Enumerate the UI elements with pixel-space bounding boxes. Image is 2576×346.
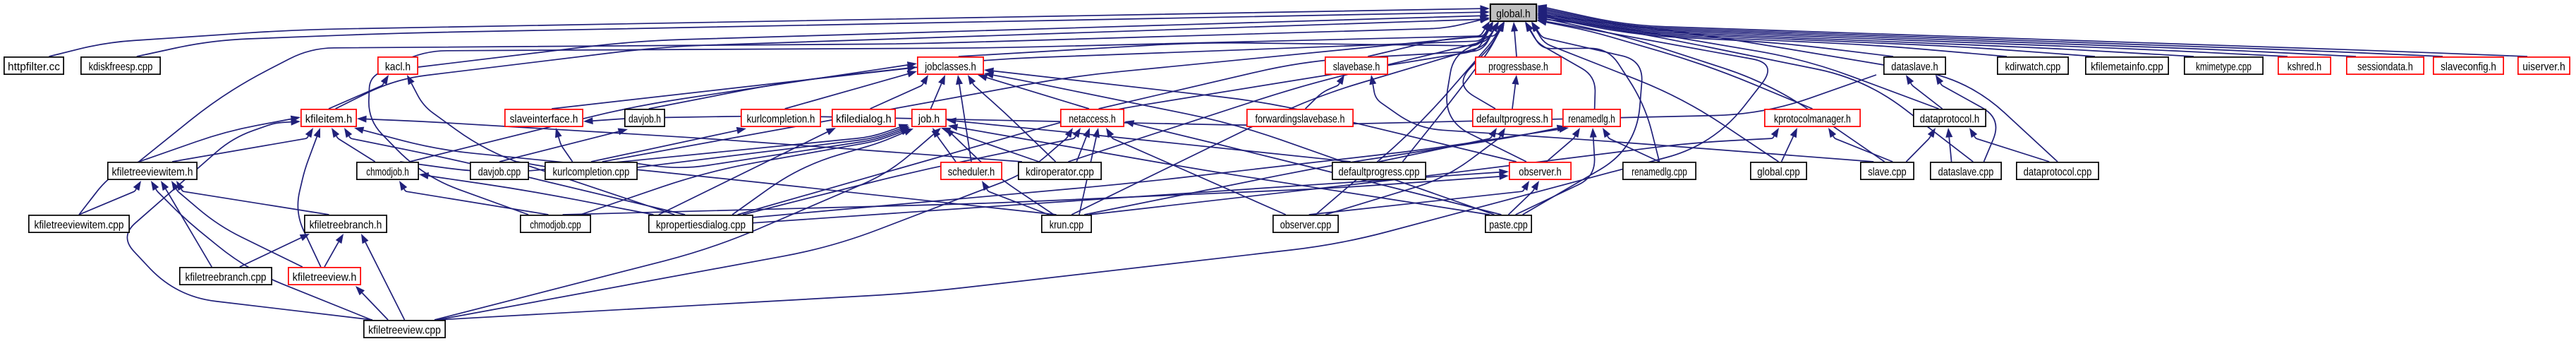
svg-text:kfiletreebranch.cpp: kfiletreebranch.cpp <box>186 272 267 284</box>
svg-text:kshred.h: kshred.h <box>2288 61 2321 73</box>
svg-text:forwardingslavebase.h: forwardingslavebase.h <box>1255 114 1344 126</box>
svg-text:kpropertiesdialog.cpp: kpropertiesdialog.cpp <box>656 220 746 232</box>
svg-text:kurlcompletion.h: kurlcompletion.h <box>747 114 815 126</box>
svg-text:defaultprogress.h: defaultprogress.h <box>1476 114 1548 126</box>
svg-text:slaveconfig.h: slaveconfig.h <box>2441 61 2496 73</box>
svg-text:jobclasses.h: jobclasses.h <box>924 61 976 73</box>
svg-text:dataprotocol.cpp: dataprotocol.cpp <box>2024 167 2092 179</box>
svg-text:kfiletreeviewitem.cpp: kfiletreeviewitem.cpp <box>34 220 123 232</box>
svg-text:chmodjob.cpp: chmodjob.cpp <box>530 220 581 232</box>
svg-text:kurlcompletion.cpp: kurlcompletion.cpp <box>553 167 630 179</box>
svg-text:kacl.h: kacl.h <box>385 61 411 73</box>
svg-text:dataprotocol.h: dataprotocol.h <box>1920 114 1980 126</box>
svg-text:kprotocolmanager.h: kprotocolmanager.h <box>1774 114 1851 126</box>
svg-text:uiserver.h: uiserver.h <box>2522 61 2565 73</box>
svg-text:kfileitem.h: kfileitem.h <box>305 114 353 126</box>
svg-text:davjob.h: davjob.h <box>628 114 661 126</box>
svg-text:kfiletreeviewitem.h: kfiletreeviewitem.h <box>112 167 193 179</box>
svg-text:global.h: global.h <box>1496 8 1530 20</box>
svg-text:defaultprogress.cpp: defaultprogress.cpp <box>1339 167 1420 179</box>
svg-text:netaccess.h: netaccess.h <box>1069 114 1116 126</box>
svg-text:renamedlg.h: renamedlg.h <box>1568 114 1615 126</box>
svg-text:kfiletreebranch.h: kfiletreebranch.h <box>310 220 382 232</box>
svg-text:krun.cpp: krun.cpp <box>1050 220 1083 232</box>
svg-text:observer.cpp: observer.cpp <box>1280 220 1332 232</box>
svg-text:chmodjob.h: chmodjob.h <box>366 167 409 179</box>
svg-text:dataslave.cpp: dataslave.cpp <box>1938 167 1994 179</box>
svg-text:kdiskfreesp.cpp: kdiskfreesp.cpp <box>89 61 153 73</box>
svg-text:davjob.cpp: davjob.cpp <box>478 167 521 179</box>
svg-text:paste.cpp: paste.cpp <box>1489 220 1528 232</box>
svg-text:kfiletreeview.h: kfiletreeview.h <box>293 272 357 284</box>
svg-text:slavebase.h: slavebase.h <box>1333 61 1380 73</box>
svg-text:kdiroperator.cpp: kdiroperator.cpp <box>1026 167 1094 179</box>
svg-text:dataslave.h: dataslave.h <box>1891 61 1938 73</box>
svg-text:slave.cpp: slave.cpp <box>1868 167 1907 179</box>
svg-text:httpfilter.cc: httpfilter.cc <box>8 61 60 73</box>
svg-text:kfilemetainfo.cpp: kfilemetainfo.cpp <box>2091 61 2163 73</box>
svg-text:kmimetype.cpp: kmimetype.cpp <box>2196 61 2252 73</box>
svg-text:renamedlg.cpp: renamedlg.cpp <box>1632 167 1687 179</box>
svg-text:kdirwatch.cpp: kdirwatch.cpp <box>2005 61 2061 73</box>
svg-text:observer.h: observer.h <box>1519 167 1562 179</box>
svg-text:kfiledialog.h: kfiledialog.h <box>836 114 892 126</box>
svg-text:sessiondata.h: sessiondata.h <box>2357 61 2413 73</box>
svg-text:kfiletreeview.cpp: kfiletreeview.cpp <box>368 325 441 337</box>
svg-text:progressbase.h: progressbase.h <box>1488 61 1548 73</box>
svg-text:global.cpp: global.cpp <box>1757 167 1800 179</box>
svg-text:slaveinterface.h: slaveinterface.h <box>510 114 578 126</box>
svg-text:job.h: job.h <box>918 114 940 126</box>
svg-text:scheduler.h: scheduler.h <box>948 167 995 179</box>
